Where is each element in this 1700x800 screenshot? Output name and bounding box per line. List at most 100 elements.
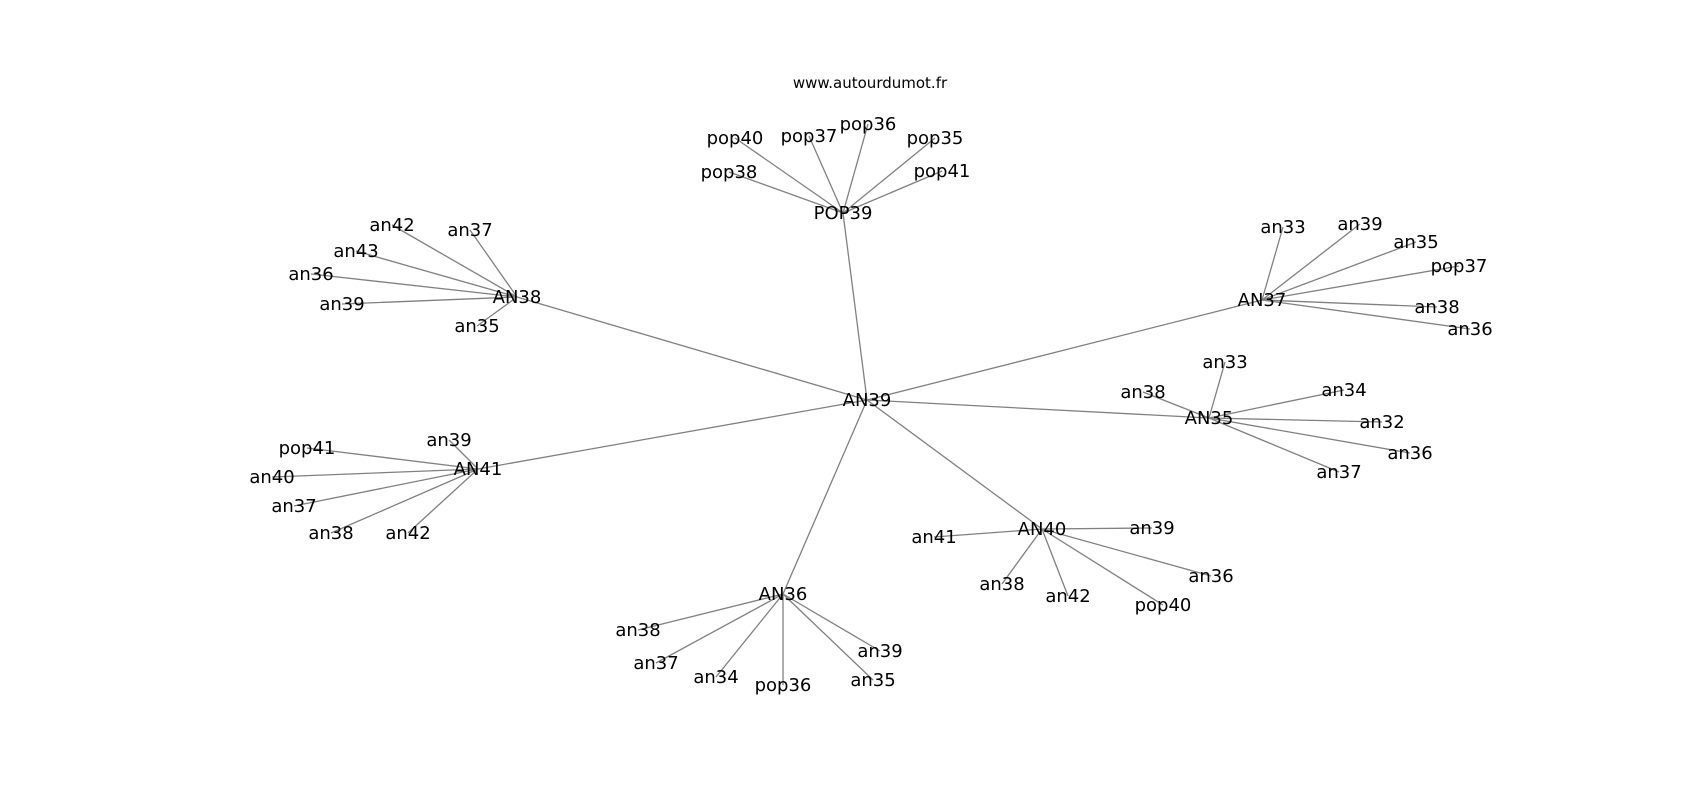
hub-node-an37: AN37 bbox=[1238, 290, 1287, 311]
leaf-node-an40-an42: an42 bbox=[1045, 586, 1090, 607]
leaf-node-an36-an35: an35 bbox=[850, 670, 895, 691]
leaf-node-an38-an42: an42 bbox=[369, 215, 414, 236]
edge-an38-an35 bbox=[476, 296, 518, 327]
leaf-node-an38-an39: an39 bbox=[319, 294, 364, 315]
leaf-node-an35-an36: an36 bbox=[1387, 443, 1432, 464]
edge-an37-an35 bbox=[1261, 241, 1417, 301]
leaf-node-an40-an39: an39 bbox=[1129, 518, 1174, 539]
leaf-node-an41-an42: an42 bbox=[385, 523, 430, 544]
edge-an38-an42 bbox=[391, 224, 518, 298]
edge-an36-an38 bbox=[637, 593, 784, 631]
leaf-node-an40-pop40: pop40 bbox=[1135, 595, 1192, 616]
edge-center-an40 bbox=[866, 399, 1043, 530]
leaf-node-an35-an37: an37 bbox=[1316, 462, 1361, 483]
leaf-node-pop39-pop35: pop35 bbox=[907, 128, 964, 149]
leaf-node-an37-an39: an39 bbox=[1337, 214, 1382, 235]
edge-an41-an42 bbox=[407, 468, 479, 534]
edge-an40-an39 bbox=[1041, 527, 1153, 530]
leaf-node-an36-an37: an37 bbox=[633, 653, 678, 674]
leaf-node-an36-an39: an39 bbox=[857, 641, 902, 662]
leaf-node-an40-an38: an38 bbox=[979, 574, 1024, 595]
edge-an35-an38 bbox=[1142, 391, 1210, 419]
edge-center-an38 bbox=[516, 296, 868, 401]
hub-node-an36: AN36 bbox=[759, 584, 808, 605]
edge-center-an41 bbox=[477, 399, 868, 470]
edge-an38-an36 bbox=[310, 273, 518, 298]
hub-node-pop39: POP39 bbox=[814, 203, 873, 224]
edge-an37-an39 bbox=[1261, 223, 1361, 301]
leaf-node-pop39-pop41: pop41 bbox=[914, 161, 971, 182]
leaf-node-an35-an32: an32 bbox=[1359, 412, 1404, 433]
edge-an41-an40 bbox=[271, 468, 479, 478]
edge-an35-an34 bbox=[1208, 389, 1345, 419]
leaf-node-an41-an39: an39 bbox=[426, 430, 471, 451]
leaf-node-an37-pop37: pop37 bbox=[1431, 256, 1488, 277]
edge-an40-an36 bbox=[1041, 528, 1212, 577]
leaf-node-an37-an35: an35 bbox=[1393, 232, 1438, 253]
edge-pop39-pop35 bbox=[842, 137, 936, 214]
edge-an41-an37 bbox=[293, 468, 479, 507]
leaf-node-an41-pop41: pop41 bbox=[279, 438, 336, 459]
edge-an36-an35 bbox=[782, 593, 874, 681]
edge-an40-pop40 bbox=[1041, 528, 1164, 606]
leaf-node-an41-an37: an37 bbox=[271, 496, 316, 517]
edge-an41-an39 bbox=[448, 439, 479, 470]
site-url-label: www.autourdumot.fr bbox=[793, 74, 948, 92]
leaf-node-pop39-pop37: pop37 bbox=[781, 126, 838, 147]
edge-an36-an39 bbox=[782, 593, 881, 652]
edge-an40-an42 bbox=[1041, 528, 1069, 597]
leaf-node-an40-an36: an36 bbox=[1188, 566, 1233, 587]
edge-center-an37 bbox=[866, 299, 1263, 401]
leaf-node-an38-an37: an37 bbox=[447, 220, 492, 241]
edge-pop39-pop41 bbox=[842, 170, 943, 214]
hub-node-an35: AN35 bbox=[1185, 408, 1234, 429]
leaf-node-an41-an40: an40 bbox=[249, 467, 294, 488]
leaf-node-an41-an38: an38 bbox=[308, 523, 353, 544]
edge-center-pop39 bbox=[842, 212, 868, 401]
edge-an41-pop41 bbox=[306, 447, 479, 470]
edge-an36-an34 bbox=[715, 593, 784, 678]
leaf-node-an37-an33: an33 bbox=[1260, 217, 1305, 238]
edge-center-an35 bbox=[866, 399, 1210, 419]
edge-an41-an38 bbox=[330, 468, 479, 534]
hub-node-an40: AN40 bbox=[1018, 519, 1067, 540]
leaf-node-pop39-pop40: pop40 bbox=[707, 128, 764, 149]
edge-an35-an37 bbox=[1208, 417, 1340, 473]
leaf-node-an40-an41: an41 bbox=[911, 527, 956, 548]
edge-an38-an39 bbox=[341, 296, 518, 305]
leaf-node-pop39-pop38: pop38 bbox=[701, 162, 758, 183]
leaf-node-an36-pop36: pop36 bbox=[755, 675, 812, 696]
edge-center-an36 bbox=[782, 399, 868, 595]
edge-an37-an33 bbox=[1261, 226, 1284, 301]
leaf-node-an35-an38: an38 bbox=[1120, 382, 1165, 403]
edge-an38-an37 bbox=[469, 229, 518, 298]
edge-an40-an38 bbox=[1001, 528, 1043, 585]
edge-an38-an43 bbox=[355, 250, 518, 298]
edge-an35-an36 bbox=[1208, 417, 1411, 454]
leaf-node-an35-an34: an34 bbox=[1321, 380, 1366, 401]
edge-pop39-pop36 bbox=[842, 123, 869, 214]
leaf-node-an35-an33: an33 bbox=[1202, 352, 1247, 373]
edge-pop39-pop38 bbox=[728, 171, 844, 214]
edge-pop39-pop40 bbox=[734, 137, 844, 214]
edge-an40-an41 bbox=[933, 528, 1043, 538]
leaf-node-an38-an43: an43 bbox=[333, 241, 378, 262]
edge-an37-pop37 bbox=[1261, 265, 1460, 301]
edge-an35-an33 bbox=[1208, 361, 1226, 419]
leaf-node-an38-an35: an35 bbox=[454, 316, 499, 337]
leaf-node-an36-an38: an38 bbox=[615, 620, 660, 641]
center-node-label: AN39 bbox=[843, 390, 892, 411]
edge-an37-an38 bbox=[1261, 299, 1438, 308]
edge-layer bbox=[271, 123, 1471, 685]
edge-pop39-pop37 bbox=[808, 135, 844, 214]
edge-an37-an36 bbox=[1261, 299, 1471, 330]
leaf-node-an36-an34: an34 bbox=[693, 667, 738, 688]
leaf-node-an37-an38: an38 bbox=[1414, 297, 1459, 318]
edge-an36-an37 bbox=[655, 593, 784, 664]
leaf-node-an38-an36: an36 bbox=[288, 264, 333, 285]
leaf-node-an37-an36: an36 bbox=[1447, 319, 1492, 340]
hub-node-an38: AN38 bbox=[493, 287, 542, 308]
leaf-node-pop39-pop36: pop36 bbox=[840, 114, 897, 135]
